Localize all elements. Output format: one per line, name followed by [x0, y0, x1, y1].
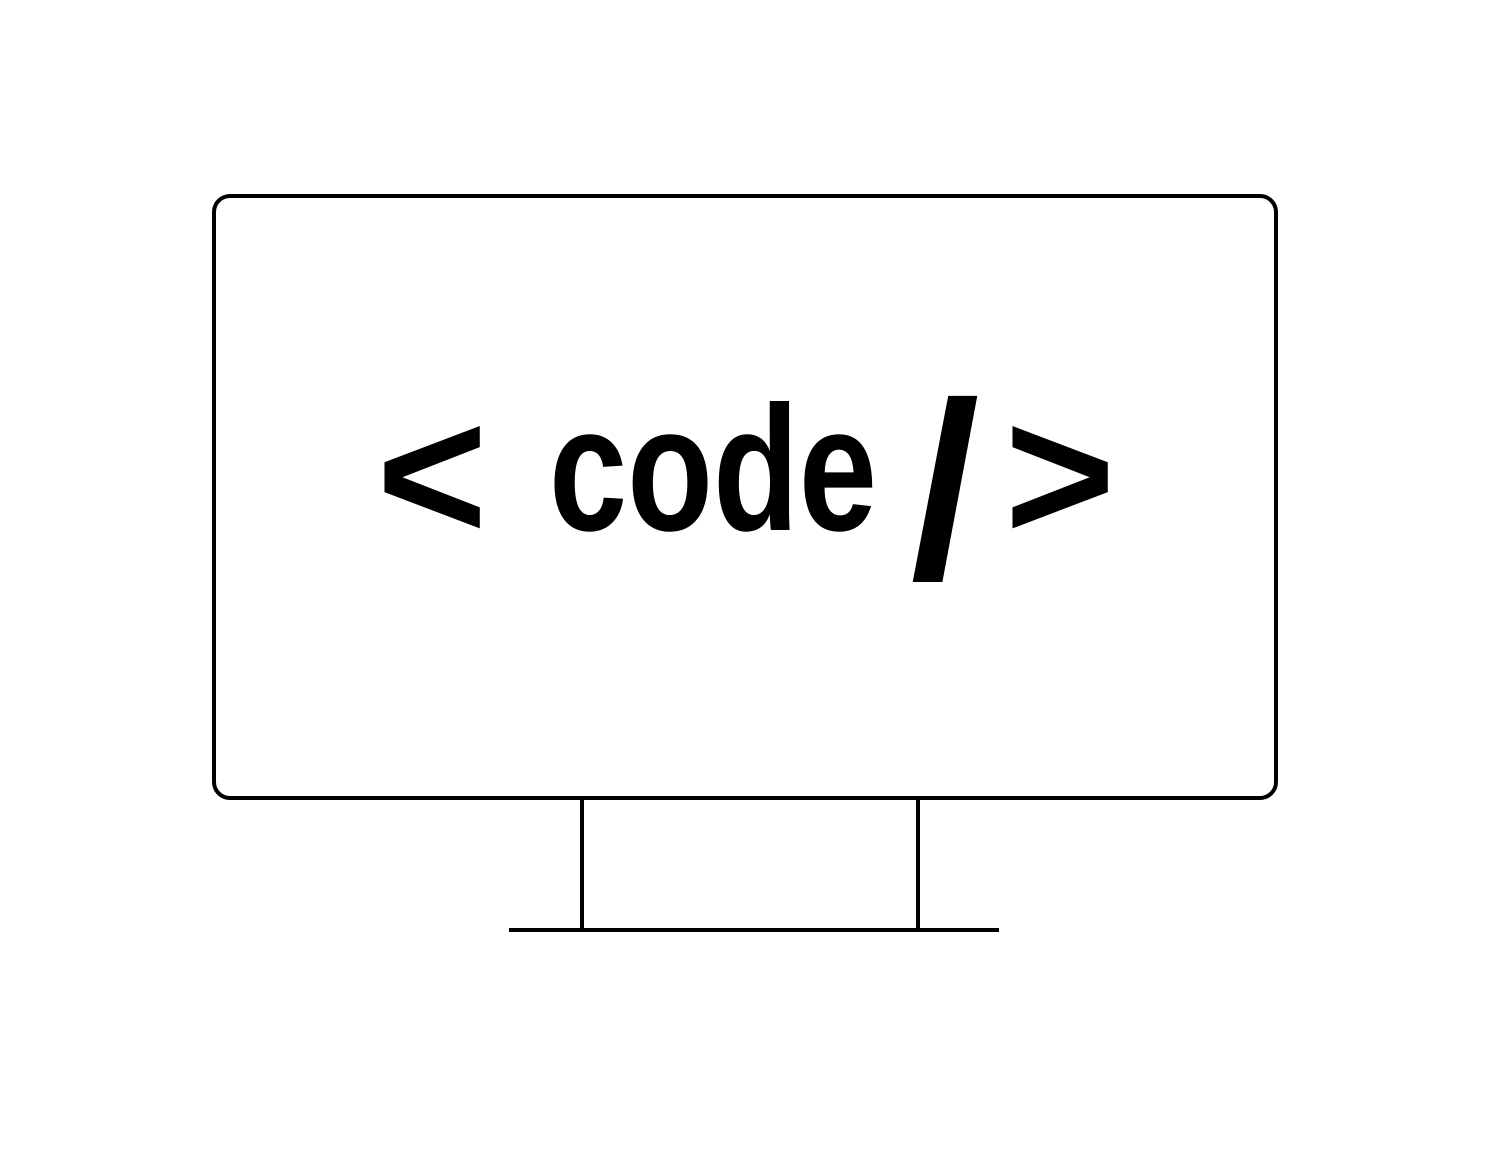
- close-bracket: >: [1005, 369, 1116, 581]
- open-bracket: <: [377, 369, 488, 581]
- slash: /: [910, 351, 979, 630]
- code-word: code: [549, 369, 877, 568]
- monitor-icon: [212, 194, 1278, 932]
- monitor-screen: [212, 194, 1278, 800]
- code-tag: < code / >: [377, 351, 1116, 630]
